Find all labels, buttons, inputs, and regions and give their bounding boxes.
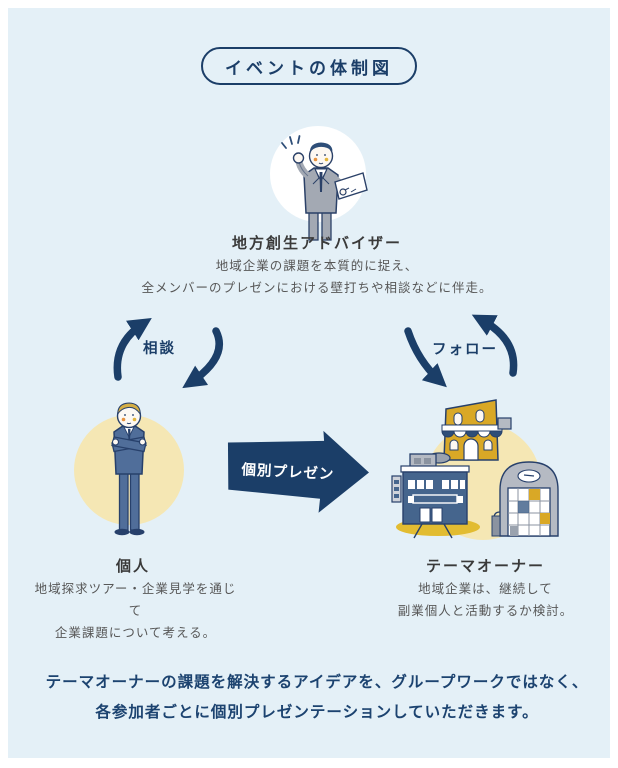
diagram-title-pill: イベントの体制図 — [201, 47, 417, 85]
individual-desc-line1: 地域探求ツアー・企業見学を通じて — [34, 582, 237, 618]
office-building — [391, 453, 480, 539]
diagram-title: イベントの体制図 — [225, 58, 393, 78]
warehouse-building — [491, 461, 559, 537]
consult-label: 相談 — [143, 341, 176, 357]
footer-note: テーマオーナーの課題を解決するアイデアを、グループワークではなく、 各参加者ごと… — [8, 668, 618, 728]
advisor-desc: 地域企業の課題を本質的に捉え、 全メンバーのプレゼンにおける壁打ちや相談などに伴… — [8, 256, 618, 300]
theme-owner-illustration-icon — [391, 399, 559, 540]
advisor-desc-line2: 全メンバーのプレゼンにおける壁打ちや相談などに伴走。 — [141, 280, 493, 295]
advisor-illustration-icon — [270, 126, 368, 241]
relation-arrows-icon — [113, 314, 518, 389]
footer-note-line2: 各参加者ごとに個別プレゼンテーションしていただきます。 — [95, 704, 539, 722]
individual-desc-line2: 企業課題について考える。 — [54, 625, 217, 640]
individual-desc: 地域探求ツアー・企業見学を通じて 企業課題について考える。 — [33, 579, 238, 645]
consult-up-arrow — [113, 317, 152, 381]
follow-up-arrow — [471, 314, 518, 377]
theme-owner-desc: 地域企業は、継続して 副業個人と活動するか検討。 — [383, 579, 588, 623]
shop-building — [427, 399, 512, 464]
presentation-arrow: 個別プレゼン — [221, 425, 376, 516]
follow-down-arrow — [404, 327, 447, 388]
consult-down-arrow — [182, 327, 223, 389]
footer-note-line1: テーマオーナーの課題を解決するアイデアを、グループワークではなく、 — [45, 674, 589, 691]
individual-name: 個人 — [115, 558, 150, 575]
follow-label: フォロー — [432, 342, 498, 358]
diagram-panel: イベントの体制図 — [8, 8, 610, 758]
theme-owner-desc-line1: 地域企業は、継続して — [418, 582, 553, 596]
theme-owner-desc-line2: 副業個人と活動するか検討。 — [397, 603, 574, 618]
advisor-desc-line1: 地域企業の課題を本質的に捉え、 — [215, 259, 419, 273]
individual-illustration-icon — [74, 402, 184, 536]
theme-owner-name: テーマオーナー — [425, 558, 545, 575]
big-right-arrow-icon — [227, 430, 369, 513]
advisor-name: 地方創生アドバイザー — [231, 235, 402, 252]
